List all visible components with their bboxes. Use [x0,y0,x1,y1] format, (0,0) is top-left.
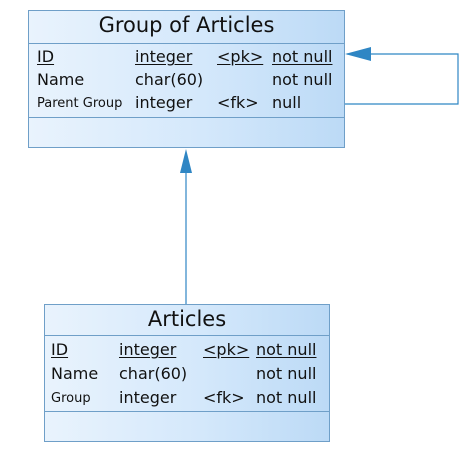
attribute-key: <pk> [217,47,264,66]
title-divider [29,43,344,44]
attribute-nullability: not null [256,340,317,359]
self-reference-arrowhead [345,47,371,61]
attribute-type: integer [135,93,193,112]
entity-title: Articles [147,307,227,331]
attribute-type: integer [119,388,177,407]
attribute-key: <fk> [203,388,245,407]
attribute-nullability: not null [256,388,317,407]
articles-to-group-arrowhead [180,149,192,173]
attribute-nullability: not null [272,70,333,89]
attribute-key: <pk> [203,340,250,359]
attribute-nullability: not null [272,47,333,66]
attribute-name: Name [51,364,99,383]
attribute-type: integer [119,340,177,359]
methods-divider [29,117,344,118]
self-reference-line [345,53,459,105]
attribute-name: ID [37,47,55,66]
attribute-row-group: Group integer <fk> not null [45,387,329,411]
attribute-type: char(60) [135,70,204,89]
entity-group-of-articles[interactable]: Group of Articles ID integer <pk> not nu… [28,10,345,148]
attribute-row-name: Name char(60) not null [29,69,344,93]
entity-articles[interactable]: Articles ID integer <pk> not null Name c… [44,304,330,442]
attribute-row-id: ID integer <pk> not null [45,339,329,363]
attribute-name: Name [37,70,85,89]
attribute-row-name: Name char(60) not null [45,363,329,387]
attribute-name: ID [51,340,69,359]
attribute-type: integer [135,47,193,66]
attribute-row-parent-group: Parent Group integer <fk> null [29,92,344,116]
attribute-nullability: not null [256,364,317,383]
attribute-key: <fk> [217,93,259,112]
attribute-name: Group [51,391,91,406]
methods-divider [45,411,329,412]
title-divider [45,335,329,336]
attribute-nullability: null [272,93,302,112]
attribute-row-id: ID integer <pk> not null [29,46,344,70]
attribute-name: Parent Group [37,96,123,111]
entity-title: Group of Articles [98,13,275,37]
attribute-type: char(60) [119,364,188,383]
